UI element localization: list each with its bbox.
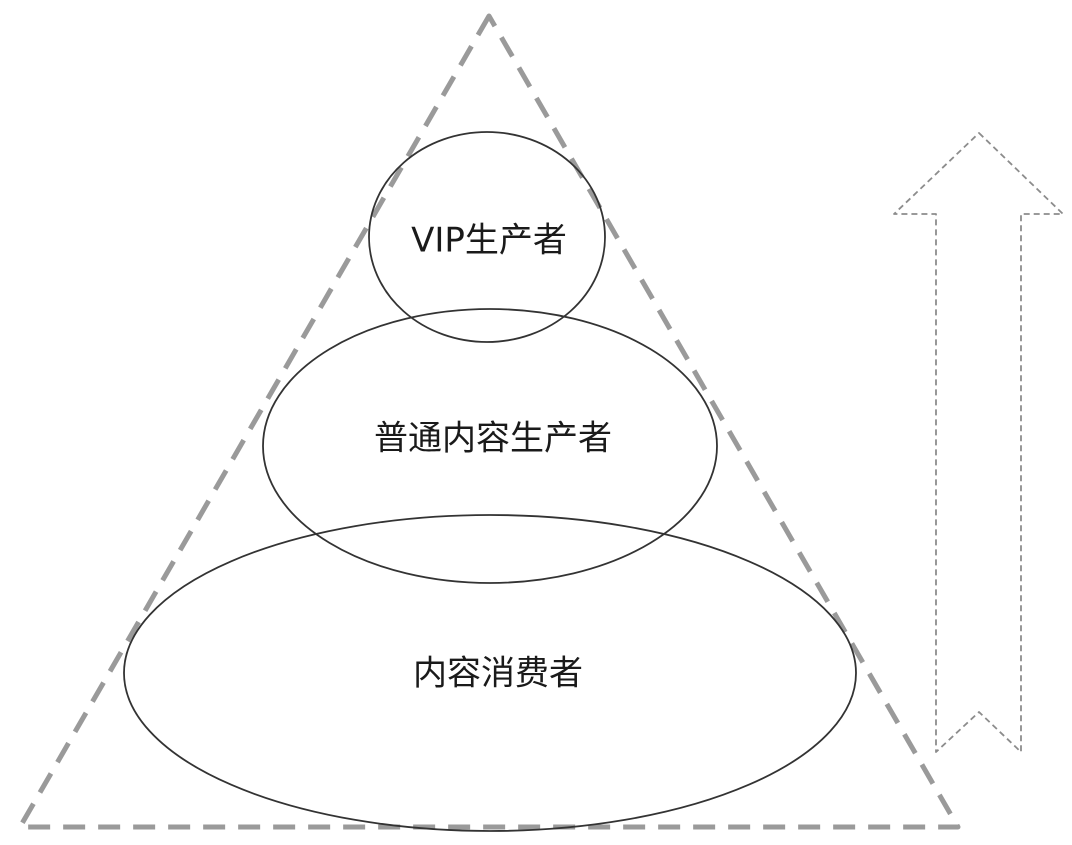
up-arrow (893, 132, 1064, 753)
label-regular-producers: 普通内容生产者 (374, 419, 612, 459)
ellipse-vip-producers (368, 131, 606, 343)
ellipse-regular-producers (262, 308, 718, 584)
ellipse-consumers (123, 514, 857, 832)
label-vip-producers: VIP生产者 (411, 221, 567, 261)
label-consumers: 内容消费者 (413, 654, 583, 694)
pyramid-triangle (17, 13, 961, 830)
